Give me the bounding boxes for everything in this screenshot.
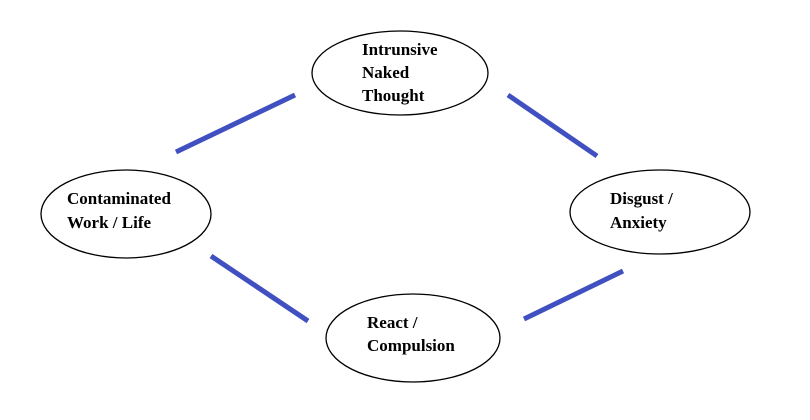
- node-intrusive-thought: Intrunsive Naked Thought: [311, 30, 489, 116]
- node-react-compulsion: React / Compulsion: [325, 293, 501, 383]
- node-label-line: Anxiety: [610, 213, 667, 232]
- node-label-line: Disgust /: [610, 189, 673, 208]
- connector-left-to-top: [174, 92, 297, 155]
- node-ellipse: [325, 293, 501, 383]
- connector-right-to-bottom: [522, 268, 625, 322]
- connector-bottom-to-left: [209, 253, 310, 324]
- node-label-line: Work / Life: [67, 213, 152, 232]
- node-label-line: Naked: [362, 63, 410, 82]
- node-label-line: Contaminated: [67, 189, 171, 208]
- node-label-line: Thought: [362, 86, 425, 105]
- node-contaminated-work-life: Contaminated Work / Life: [40, 169, 212, 259]
- node-disgust-anxiety: Disgust / Anxiety: [569, 169, 751, 255]
- node-label-line: React /: [367, 313, 418, 332]
- node-ellipse: [40, 169, 212, 259]
- node-label-line: Compulsion: [367, 336, 455, 355]
- node-label-line: Intrunsive: [362, 40, 438, 59]
- node-ellipse: [311, 30, 489, 116]
- connector-top-to-right: [506, 92, 599, 159]
- node-ellipse: [569, 169, 751, 255]
